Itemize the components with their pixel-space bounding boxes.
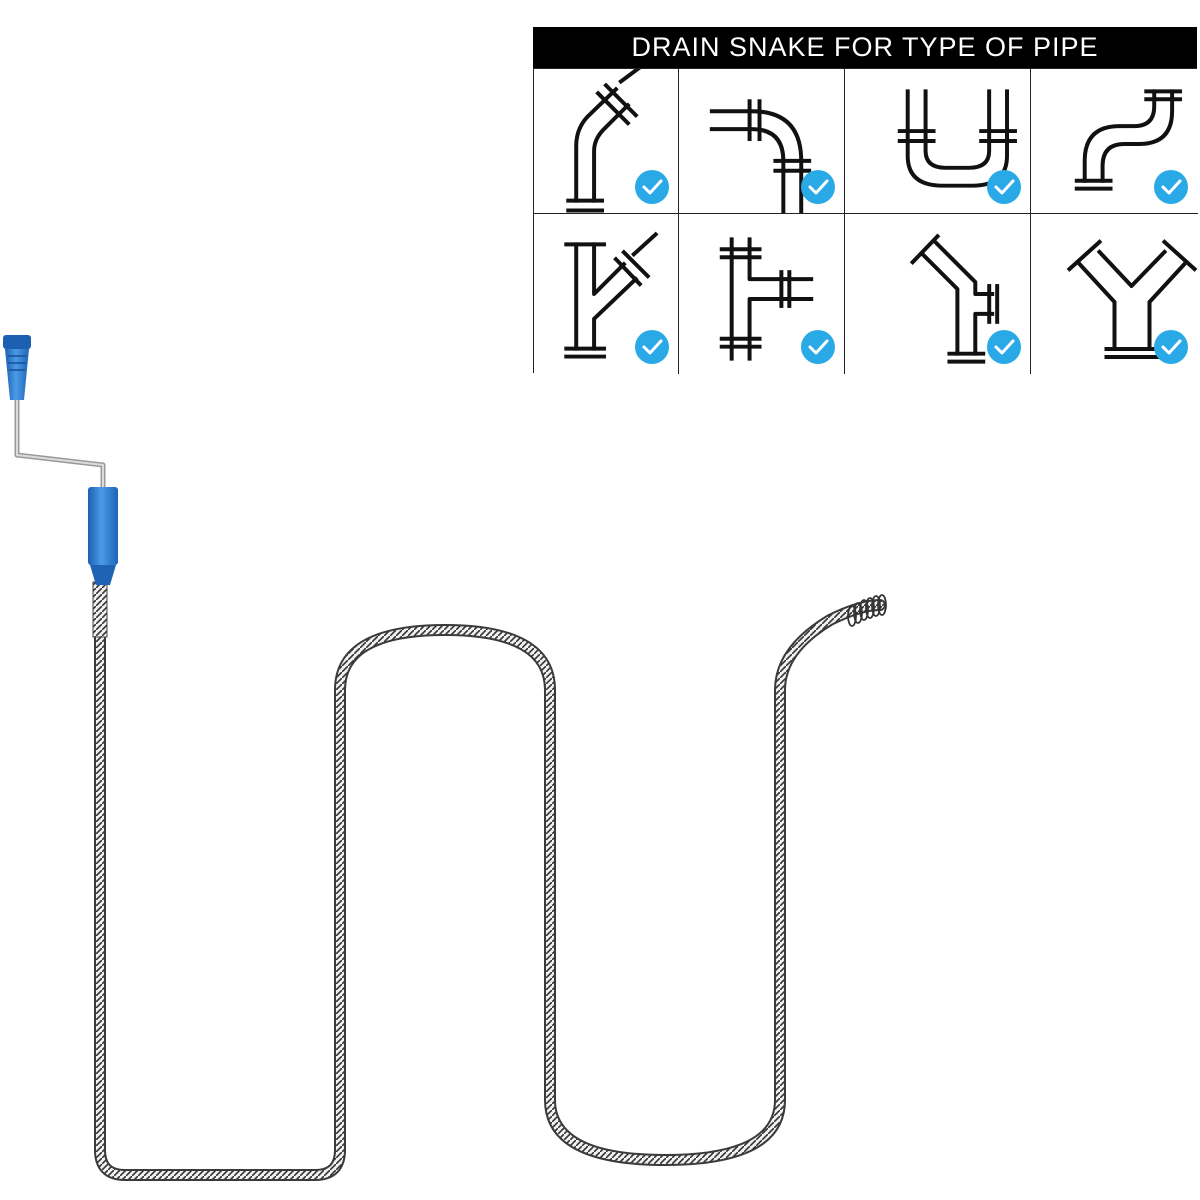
pipe-type-cell — [1031, 214, 1198, 374]
wye-branch-pipe-icon — [534, 214, 678, 374]
pipe-type-cell — [679, 69, 845, 214]
tee-pipe-icon — [679, 214, 844, 374]
90-degree-elbow-pipe-icon — [679, 69, 844, 213]
panel-title: DRAIN SNAKE FOR TYPE OF PIPE — [533, 27, 1197, 68]
checkmark-circle-icon — [801, 330, 835, 364]
checkmark-circle-icon — [635, 330, 669, 364]
checkmark-circle-icon — [635, 170, 669, 204]
combo-wye-pipe-icon — [845, 214, 1030, 374]
double-wye-pipe-icon — [1031, 214, 1198, 374]
pipe-type-cell — [679, 214, 845, 374]
pipe-compatibility-panel: DRAIN SNAKE FOR TYPE OF PIPE — [533, 27, 1198, 374]
offset-s-bend-pipe-icon — [1031, 69, 1198, 213]
pipe-type-cell — [845, 214, 1031, 374]
u-trap-pipe-icon — [845, 69, 1030, 213]
checkmark-circle-icon — [987, 330, 1021, 364]
pipe-type-cell — [534, 69, 679, 214]
coiled-spring-cable-icon — [92, 579, 887, 1181]
angled-elbow-pipe-icon — [534, 69, 678, 213]
checkmark-circle-icon — [1154, 170, 1188, 204]
pipe-type-grid — [533, 68, 1198, 374]
pipe-type-cell — [534, 214, 679, 374]
pipe-type-cell — [1031, 69, 1198, 214]
checkmark-circle-icon — [801, 170, 835, 204]
crank-handle-icon — [3, 335, 118, 585]
checkmark-circle-icon — [1154, 330, 1188, 364]
checkmark-circle-icon — [987, 170, 1021, 204]
pipe-type-cell — [845, 69, 1031, 214]
